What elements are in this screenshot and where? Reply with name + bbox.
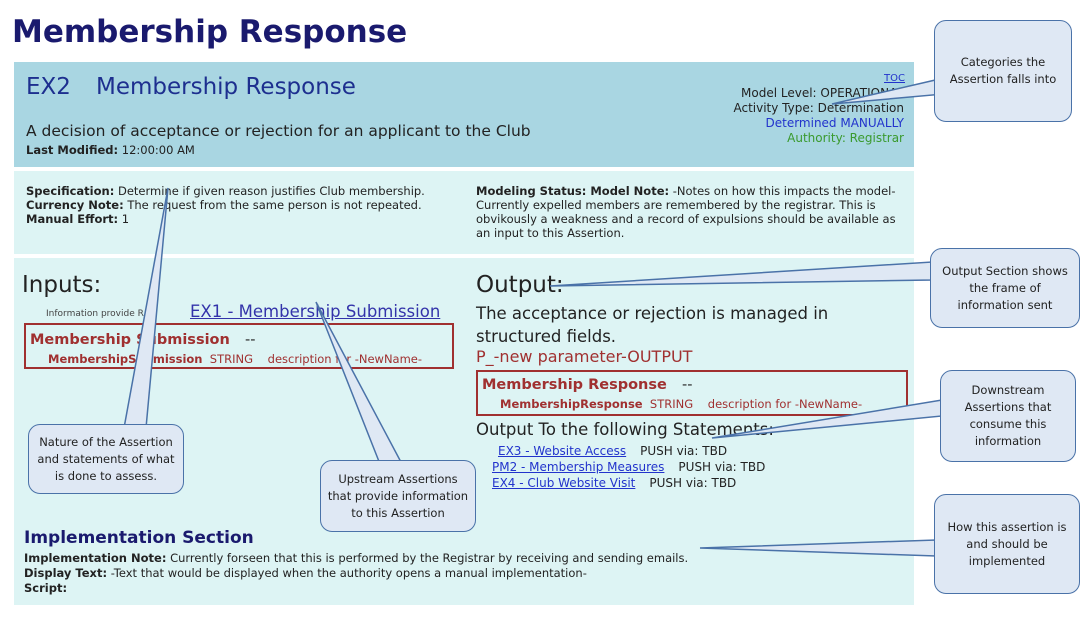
- input-frame-name: Membership Submission: [30, 332, 230, 348]
- callout-nature: Nature of the Assertion and statements o…: [28, 424, 184, 494]
- modeling-status-label: Modeling Status: Model Note:: [476, 184, 670, 198]
- output-field-type: STRING: [649, 397, 694, 411]
- output-heading: Output:: [476, 272, 564, 298]
- script-label: Script:: [24, 581, 68, 595]
- input-field-name: MembershipSubmission: [48, 352, 203, 366]
- input-frame-title: Membership Submission --: [30, 332, 255, 348]
- pointer-categories: [831, 77, 945, 105]
- implementation-note-value: Currently forseen that this is performed…: [170, 551, 689, 565]
- assertion-id: EX2: [26, 74, 71, 100]
- inputs-heading: Inputs:: [22, 272, 102, 298]
- output-frame-title: Membership Response --: [482, 377, 692, 393]
- specification-block: Specification: Determine if given reason…: [26, 184, 466, 226]
- upstream-assertion-link[interactable]: EX1 - Membership Submission: [190, 302, 441, 321]
- specification-label: Specification:: [26, 184, 115, 198]
- script-line: Script:: [24, 581, 67, 595]
- callout-upstream: Upstream Assertions that provide informa…: [320, 460, 476, 532]
- activity-type: Activity Type: Determination: [733, 101, 904, 115]
- statement-push: PUSH via: TBD: [640, 444, 728, 458]
- statement-row: PM2 - Membership Measures PUSH via: TBD: [492, 460, 765, 474]
- display-text-label: Display Text:: [24, 566, 108, 580]
- statement-push: PUSH via: TBD: [649, 476, 737, 490]
- modeling-status-value: -Notes on how this impacts the model- Cu…: [476, 184, 896, 240]
- implementation-note-label: Implementation Note:: [24, 551, 167, 565]
- statement-link[interactable]: PM2 - Membership Measures: [492, 460, 665, 474]
- implementation-note: Implementation Note: Currently forseen t…: [24, 551, 688, 565]
- specification-value: Determine if given reason justifies Club…: [117, 184, 425, 198]
- output-frame-suffix: --: [682, 377, 693, 393]
- callout-output-section: Output Section shows the frame of inform…: [930, 248, 1080, 328]
- assertion-description: A decision of acceptance or rejection fo…: [26, 122, 531, 140]
- output-frame-name: Membership Response: [482, 377, 667, 393]
- display-text: Display Text: -Text that would be displa…: [24, 566, 587, 580]
- display-text-value: -Text that would be displayed when the a…: [110, 566, 587, 580]
- manual-effort-value: 1: [121, 212, 130, 226]
- pointer-nature: [123, 187, 169, 429]
- output-frame-box: [476, 370, 908, 416]
- last-modified-value: 12:00:00 AM: [121, 143, 195, 157]
- output-statements-heading: Output To the following Statements:: [476, 420, 774, 439]
- input-frame-suffix: --: [244, 332, 256, 348]
- pointer-implementation: [699, 539, 937, 557]
- statement-row: EX4 - Club Website Visit PUSH via: TBD: [492, 476, 736, 490]
- last-modified-label: Last Modified:: [26, 143, 119, 157]
- assertion-title: Membership Response: [96, 74, 356, 100]
- input-field-type: STRING: [209, 352, 254, 366]
- output-parameter: P_-new parameter-OUTPUT: [476, 347, 693, 366]
- assertion-header-panel: [14, 62, 914, 167]
- output-field-description: description for -NewName-: [707, 397, 863, 411]
- pointer-output-section: [549, 261, 933, 287]
- input-frame-box: [24, 323, 454, 369]
- implementation-heading: Implementation Section: [24, 528, 254, 548]
- output-description: The acceptance or rejection is managed i…: [476, 304, 829, 346]
- determined-mode: Determined MANUALLY: [765, 116, 904, 130]
- statement-push: PUSH via: TBD: [678, 460, 766, 474]
- statement-link[interactable]: EX4 - Club Website Visit: [492, 476, 636, 490]
- callout-downstream: Downstream Assertions that consume this …: [940, 370, 1076, 462]
- statement-row: EX3 - Website Access PUSH via: TBD: [498, 444, 727, 458]
- last-modified: Last Modified: 12:00:00 AM: [26, 143, 195, 157]
- manual-effort-label: Manual Effort:: [26, 212, 119, 226]
- pointer-downstream: [711, 399, 943, 439]
- authority: Authority: Registrar: [787, 131, 904, 145]
- pointer-upstream: [315, 301, 404, 465]
- output-field-name: MembershipResponse: [500, 397, 643, 411]
- currency-note-label: Currency Note:: [26, 198, 124, 212]
- statement-link[interactable]: EX3 - Website Access: [498, 444, 627, 458]
- information-provide-label: Information provide R: [46, 309, 144, 319]
- output-field-row: MembershipResponse STRING description fo…: [500, 397, 862, 411]
- callout-how-implemented: How this assertion is and should be impl…: [934, 494, 1080, 594]
- currency-note-value: The request from the same person is not …: [127, 198, 422, 212]
- callout-categories: Categories the Assertion falls into: [934, 20, 1072, 122]
- page-title: Membership Response: [12, 14, 408, 50]
- toc-link[interactable]: TOC: [884, 73, 905, 84]
- modeling-status-block: Modeling Status: Model Note: -Notes on h…: [476, 184, 906, 240]
